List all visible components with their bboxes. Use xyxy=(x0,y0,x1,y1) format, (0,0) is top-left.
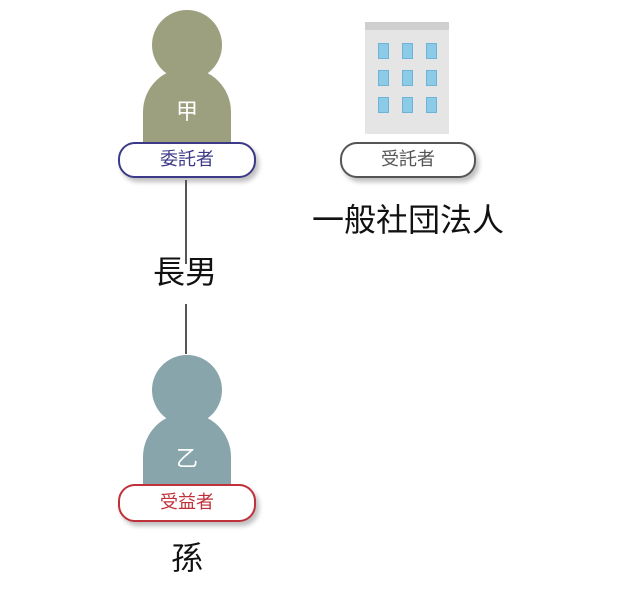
trustor-role-badge: 委託者 xyxy=(118,142,256,178)
beneficiary-person: 乙 xyxy=(143,355,231,495)
beneficiary-caption: 孫 xyxy=(170,539,203,577)
trustee-entity-label: 一般社団法人 xyxy=(311,201,504,239)
beneficiary-body xyxy=(143,413,231,495)
relation-label: 長男 xyxy=(152,253,217,291)
trustor-person-label: 甲 xyxy=(175,100,198,125)
trustor-person: 甲 xyxy=(143,10,231,150)
trustee-role-badge: 受託者 xyxy=(340,142,476,178)
connector-line-bottom xyxy=(185,304,187,354)
beneficiary-person-label: 乙 xyxy=(175,447,198,472)
beneficiary-role-badge: 受益者 xyxy=(118,484,256,522)
trustor-body xyxy=(143,68,231,150)
connector-line-top xyxy=(185,180,187,264)
